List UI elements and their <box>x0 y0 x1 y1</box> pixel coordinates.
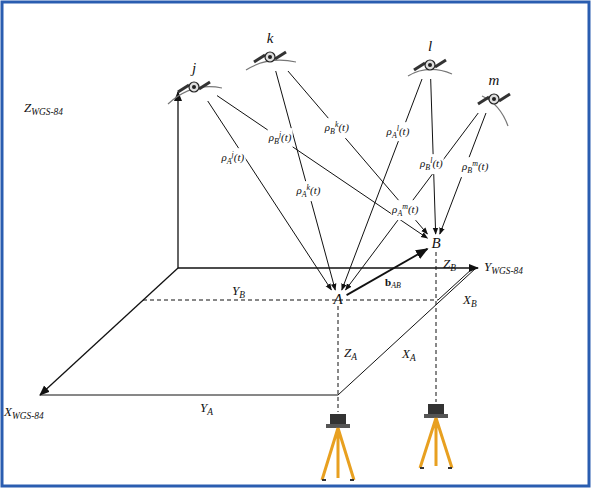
satellite-node: l <box>408 38 452 78</box>
range-line <box>276 71 336 290</box>
z-axis <box>177 92 178 268</box>
station-point: B <box>428 235 443 253</box>
range-line <box>288 71 427 234</box>
satellite-node: j <box>172 60 216 100</box>
axis-label: YWGS-84 <box>484 259 523 279</box>
orbit-arcs <box>168 60 508 126</box>
range-label: ρBk(t) <box>324 118 350 138</box>
satellite-icon <box>474 88 514 110</box>
coordinate-label: YA <box>200 400 213 420</box>
coordinate-label: XA <box>402 346 416 366</box>
projection-lines <box>40 252 476 412</box>
satellite-icon <box>410 54 450 76</box>
point-letter: A <box>330 291 345 307</box>
range-label: ρBj(t) <box>268 129 293 149</box>
point-letter: l <box>408 38 452 54</box>
y-axis <box>178 267 478 268</box>
coordinate-label: ZB <box>443 256 456 276</box>
range-label: ρBm(t) <box>461 158 489 178</box>
satellite-icon <box>174 76 214 98</box>
range-label: ρAl(t) <box>386 122 411 142</box>
baseline-label: bAB <box>384 276 402 292</box>
axis-label: ZWGS-84 <box>24 100 63 120</box>
point-letter: k <box>248 30 292 46</box>
tripod-symbol <box>322 414 354 480</box>
coordinate-label: ZA <box>344 345 357 365</box>
baseline-vector <box>347 249 428 295</box>
tripod-symbol <box>420 404 452 468</box>
range-label: ρAk(t) <box>295 182 321 202</box>
coordinate-label: XB <box>463 292 477 312</box>
station-point: A <box>330 291 345 309</box>
coordinate-label: YB <box>232 283 245 303</box>
range-line <box>217 96 427 239</box>
range-label: ρAj(t) <box>220 148 245 168</box>
satellite-icon <box>250 46 290 68</box>
point-letter: j <box>172 60 216 76</box>
point-letter: m <box>472 72 516 88</box>
range-line <box>345 113 478 290</box>
range-line <box>208 101 332 290</box>
axis-label: XWGS-84 <box>4 404 44 424</box>
satellite-node: m <box>472 72 516 112</box>
range-label: ρBl(t) <box>419 154 444 174</box>
range-label: ρAm(t) <box>391 200 419 220</box>
satellite-node: k <box>248 30 292 70</box>
x-axis <box>40 268 178 395</box>
point-letter: B <box>428 235 443 251</box>
